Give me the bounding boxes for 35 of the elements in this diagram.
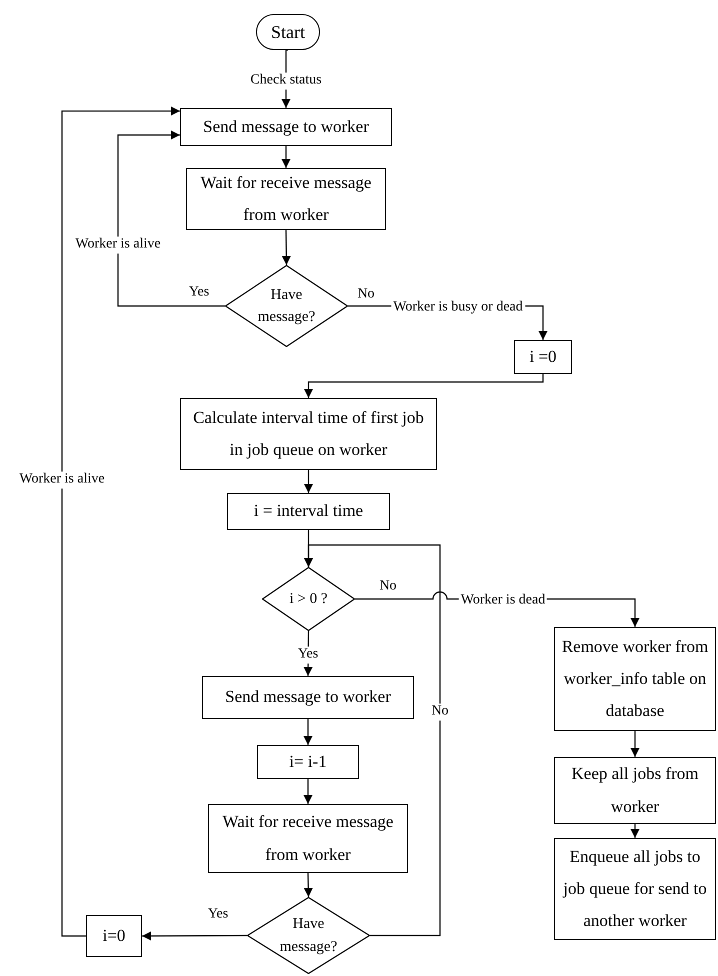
arrow [304, 872, 313, 898]
process-box: Calculate interval time of first job in job queue on worker [180, 398, 437, 470]
process-box: i = interval time [227, 493, 390, 530]
arrow [304, 719, 312, 745]
process-box: Send message to worker [180, 108, 392, 146]
arrow [61, 106, 180, 937]
start-terminal: Start [256, 14, 320, 50]
arrow [142, 931, 247, 940]
arrow [304, 544, 441, 936]
process-box: Enqueue all jobs to job queue for send to another worker [554, 838, 716, 940]
process-box: Keep all jobs from worker [554, 757, 716, 824]
process-box: Remove worker from worker_info table on database [554, 627, 716, 731]
arrow [117, 130, 225, 307]
process-box: Wait for receive message from worker [208, 804, 408, 873]
branch-label: Yes [296, 646, 320, 664]
arrow [630, 824, 640, 838]
process-box: Wait for receive message from worker [186, 168, 386, 230]
arrow [282, 146, 290, 168]
arrow [282, 230, 291, 265]
arrow [304, 779, 312, 804]
process-box: i=0 [86, 915, 142, 957]
decision-diamond: i > 0 ? [262, 567, 355, 631]
decision-diamond: Have message? [225, 265, 348, 347]
arrow [304, 470, 313, 493]
arrow [630, 731, 640, 757]
process-box: i= i-1 [257, 745, 359, 779]
edge-label: Worker is alive [17, 472, 107, 488]
branch-label: No [429, 704, 451, 720]
process-box: Send message to worker [202, 676, 414, 719]
arrow [304, 374, 544, 398]
edge-label: Worker is alive [73, 236, 163, 254]
decision-diamond: Have message? [247, 897, 370, 974]
edge-label: Check status [248, 72, 324, 90]
edge-label: Worker is busy or dead [391, 300, 525, 316]
process-box: i =0 [514, 340, 572, 374]
